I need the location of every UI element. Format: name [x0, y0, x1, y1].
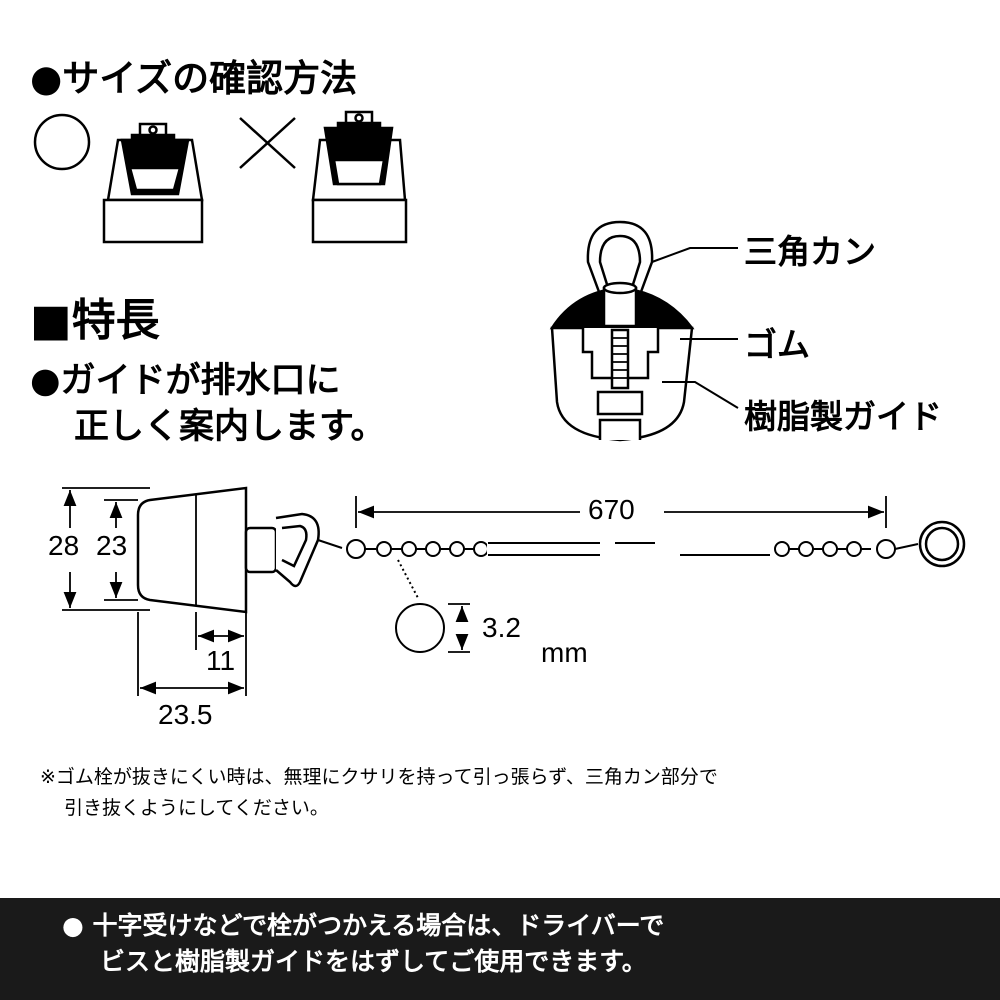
dim-inner-diameter: 23: [96, 530, 128, 561]
dim-ball-diameter: 3.2: [482, 612, 521, 643]
dimension-lines: [62, 487, 887, 696]
stopper-cross-section: [549, 220, 695, 442]
ball-detail: [395, 559, 445, 653]
dim-outer-diameter: 28: [48, 530, 80, 561]
leader-lines: [651, 247, 739, 409]
wrong-mark-icon: [239, 117, 296, 169]
note-line2: 引き抜くようにしてください。: [64, 797, 329, 819]
feature-point-line2: 正しく案内します。: [74, 407, 386, 447]
chain-end-ring-icon: [918, 520, 966, 568]
label-resin-guide: 樹脂製ガイド: [744, 397, 942, 436]
dim-chain-length: 670: [588, 494, 635, 525]
correct-mark-icon: [33, 113, 91, 171]
correct-fit-illustration: [102, 122, 204, 244]
dim-unit: mm: [541, 637, 588, 668]
wrong-fit-illustration: [311, 110, 408, 244]
footer-line1: ● 十字受けなどで栓がつかえる場合は、ドライバーで: [62, 911, 665, 940]
dim-total-length: 23.5: [158, 699, 213, 730]
footer-banner: ● 十字受けなどで栓がつかえる場合は、ドライバーで ビスと樹脂製ガイドをはずして…: [0, 898, 1000, 1000]
dim-guide-length: 11: [206, 645, 236, 676]
stopper-side-view: [136, 486, 320, 614]
note-line1: ※ゴム栓が抜きにくい時は、無理にクサリを持って引っ張らず、三角カン部分で: [40, 766, 718, 788]
label-rubber: ゴム: [744, 325, 810, 364]
size-check-heading: ●サイズの確認方法: [30, 57, 358, 100]
features-heading: ■特長: [30, 295, 160, 346]
footer-line2: ビスと樹脂製ガイドをはずしてご使用できます。: [100, 947, 647, 976]
label-triangle-ring: 三角カン: [744, 232, 876, 271]
ball-chain: [317, 539, 919, 559]
feature-point-line1: ●ガイドが排水口に: [30, 361, 341, 401]
